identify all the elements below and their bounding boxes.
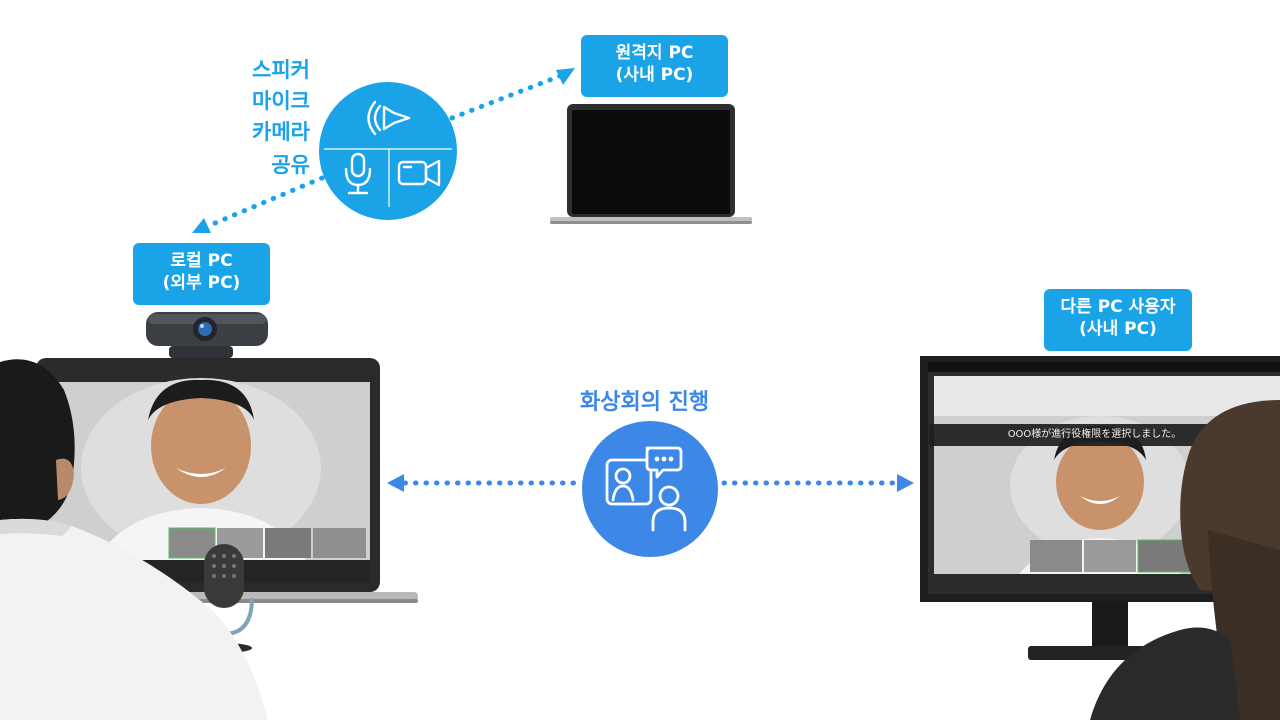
local-user-person — [0, 359, 268, 720]
share-item-mic: 마이크 — [252, 89, 310, 113]
video-conference-title: 화상회의 진행 — [580, 390, 710, 415]
local-pc-line1: 로컬 PC — [170, 251, 233, 271]
webcam — [146, 312, 268, 358]
local-pc-label: 로컬 PC (외부 PC) — [133, 243, 270, 305]
other-pc-line1: 다른 PC 사용자 — [1060, 297, 1176, 317]
camera-icon — [397, 159, 441, 187]
speaker-icon — [367, 100, 411, 136]
remote-laptop — [550, 104, 752, 224]
share-item-share: 공유 — [271, 153, 310, 177]
share-circle — [319, 82, 457, 220]
share-item-camera: 카메라 — [252, 120, 310, 144]
other-pc-line2: (사내 PC) — [1079, 319, 1157, 339]
other-pc-label: 다른 PC 사용자 (사내 PC) — [1044, 289, 1192, 351]
other-user-person — [1090, 400, 1280, 720]
local-pc-line2: (외부 PC) — [162, 273, 241, 293]
microphone-icon — [344, 152, 372, 195]
share-features-text: 스피커 마이크 카메라 공유 — [232, 55, 310, 181]
share-item-speaker: 스피커 — [252, 58, 310, 82]
other-screen-banner: OOO様が進行役権限を選択しました。 — [929, 424, 1260, 446]
remote-pc-line1: 원격지 PC — [615, 43, 694, 63]
remote-pc-label: 원격지 PC (사내 PC) — [581, 35, 728, 97]
local-laptop — [36, 358, 418, 603]
remote-pc-line2: (사내 PC) — [615, 65, 694, 85]
video-meeting-icon — [582, 421, 718, 557]
